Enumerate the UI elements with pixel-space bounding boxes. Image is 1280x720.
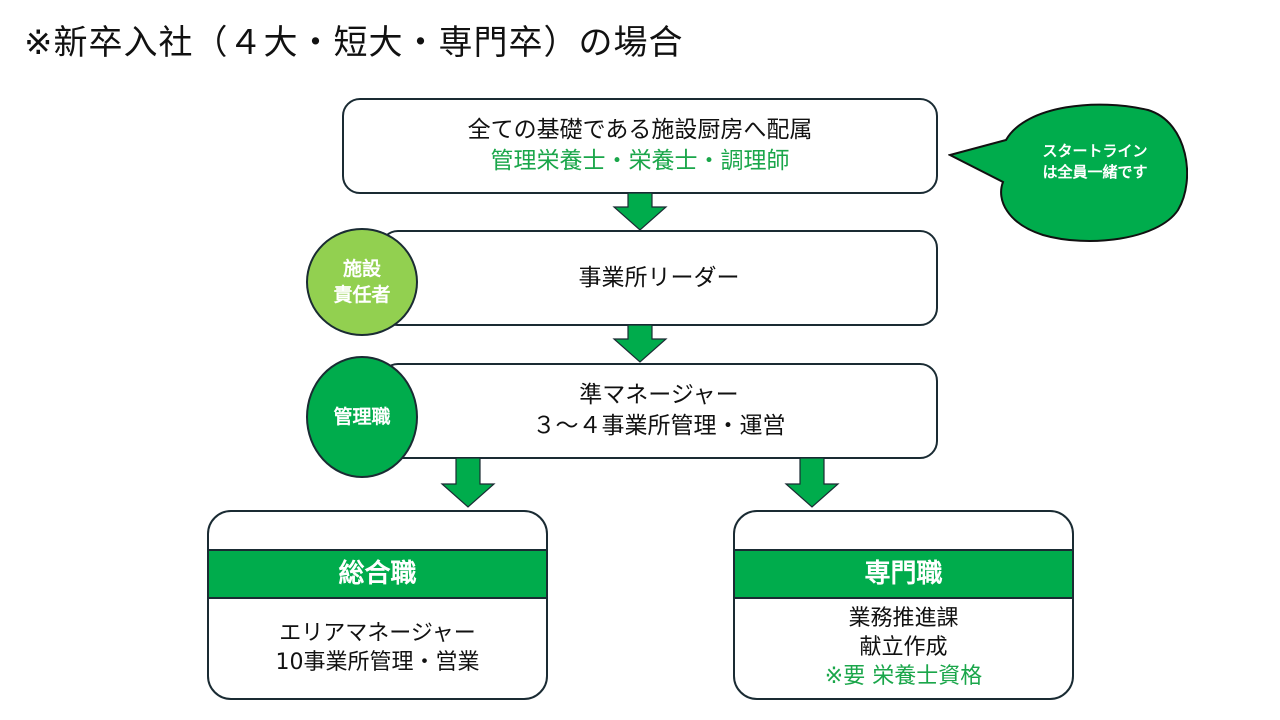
step-associate-manager-title: 準マネージャー: [579, 382, 739, 408]
step-office-leader-text: 事業所リーダー: [578, 264, 740, 291]
track-specialist-line: 献立作成: [859, 635, 948, 660]
track-specialist-header: 専門職: [735, 549, 1072, 599]
down-arrow-icon: [612, 325, 668, 363]
badge-line: 管理職: [333, 406, 391, 428]
down-arrow-icon: [612, 193, 668, 231]
badge-facility-manager: 施設 責任者: [306, 228, 418, 336]
step-initial-text: 全ての基礎である施設厨房へ配属: [467, 117, 813, 143]
step-initial-qualifications: 管理栄養士・栄養士・調理師: [490, 148, 790, 174]
badge-line: 施設: [342, 258, 381, 280]
step-associate-manager: 準マネージャー ３～４事業所管理・運営: [380, 363, 938, 459]
down-arrow-icon: [784, 458, 840, 508]
speech-bubble-icon: [948, 103, 1188, 243]
step-associate-manager-desc: ３～４事業所管理・運営: [532, 413, 786, 439]
track-general-line: 10事業所管理・営業: [275, 649, 480, 675]
page-title: ※新卒入社（４大・短大・専門卒）の場合: [24, 23, 684, 63]
step-office-leader: 事業所リーダー: [380, 230, 938, 326]
step-initial-assignment: 全ての基礎である施設厨房へ配属 管理栄養士・栄養士・調理師: [342, 98, 938, 194]
down-arrow-icon: [440, 458, 496, 508]
badge-management: 管理職: [306, 356, 418, 478]
track-general-line: エリアマネージャー: [279, 620, 476, 646]
track-general: 総合職 エリアマネージャー 10事業所管理・営業: [207, 510, 548, 700]
track-specialist-line: 業務推進課: [848, 606, 959, 631]
track-specialist: 専門職 業務推進課 献立作成 ※要 栄養士資格: [733, 510, 1074, 700]
badge-line: 責任者: [333, 284, 391, 306]
track-specialist-note: ※要 栄養士資格: [824, 664, 983, 689]
track-general-header: 総合職: [209, 549, 546, 599]
callout-line: は全員一緒です: [1042, 163, 1148, 181]
callout-line: スタートライン: [1042, 142, 1148, 160]
callout-text: スタートライン は全員一緒です: [1000, 141, 1190, 183]
